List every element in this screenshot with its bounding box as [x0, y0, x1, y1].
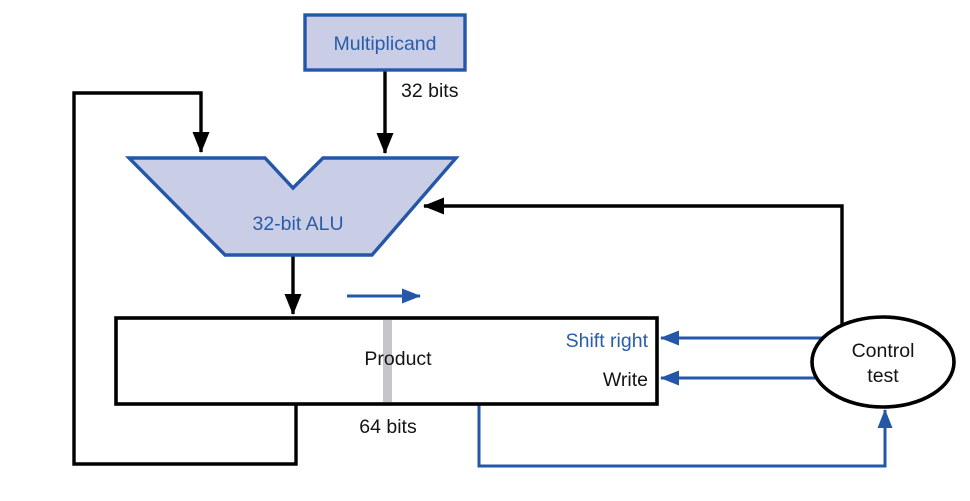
write-label: Write: [603, 369, 648, 391]
alu-label: 32-bit ALU: [252, 213, 343, 235]
product-label: Product: [364, 348, 432, 370]
bits-32-label: 32 bits: [401, 80, 459, 102]
control-label-line1: Control: [852, 340, 915, 362]
control-to-alu-feedback-arrow: [423, 197, 844, 340]
control-label-line2: test: [867, 365, 899, 387]
register-divider-stripe: [383, 320, 392, 402]
alu-shape: [124, 156, 460, 257]
multiplicand-box: [303, 13, 467, 72]
control-test-ellipse: [810, 315, 956, 409]
bits-64-label: 64 bits: [359, 416, 417, 438]
product-feedback-to-alu-arrow: [72, 91, 298, 466]
product-to-control-arrow: [477, 403, 893, 468]
shift-right-label: Shift right: [566, 330, 649, 352]
multiplicand-label: Multiplicand: [334, 33, 437, 55]
